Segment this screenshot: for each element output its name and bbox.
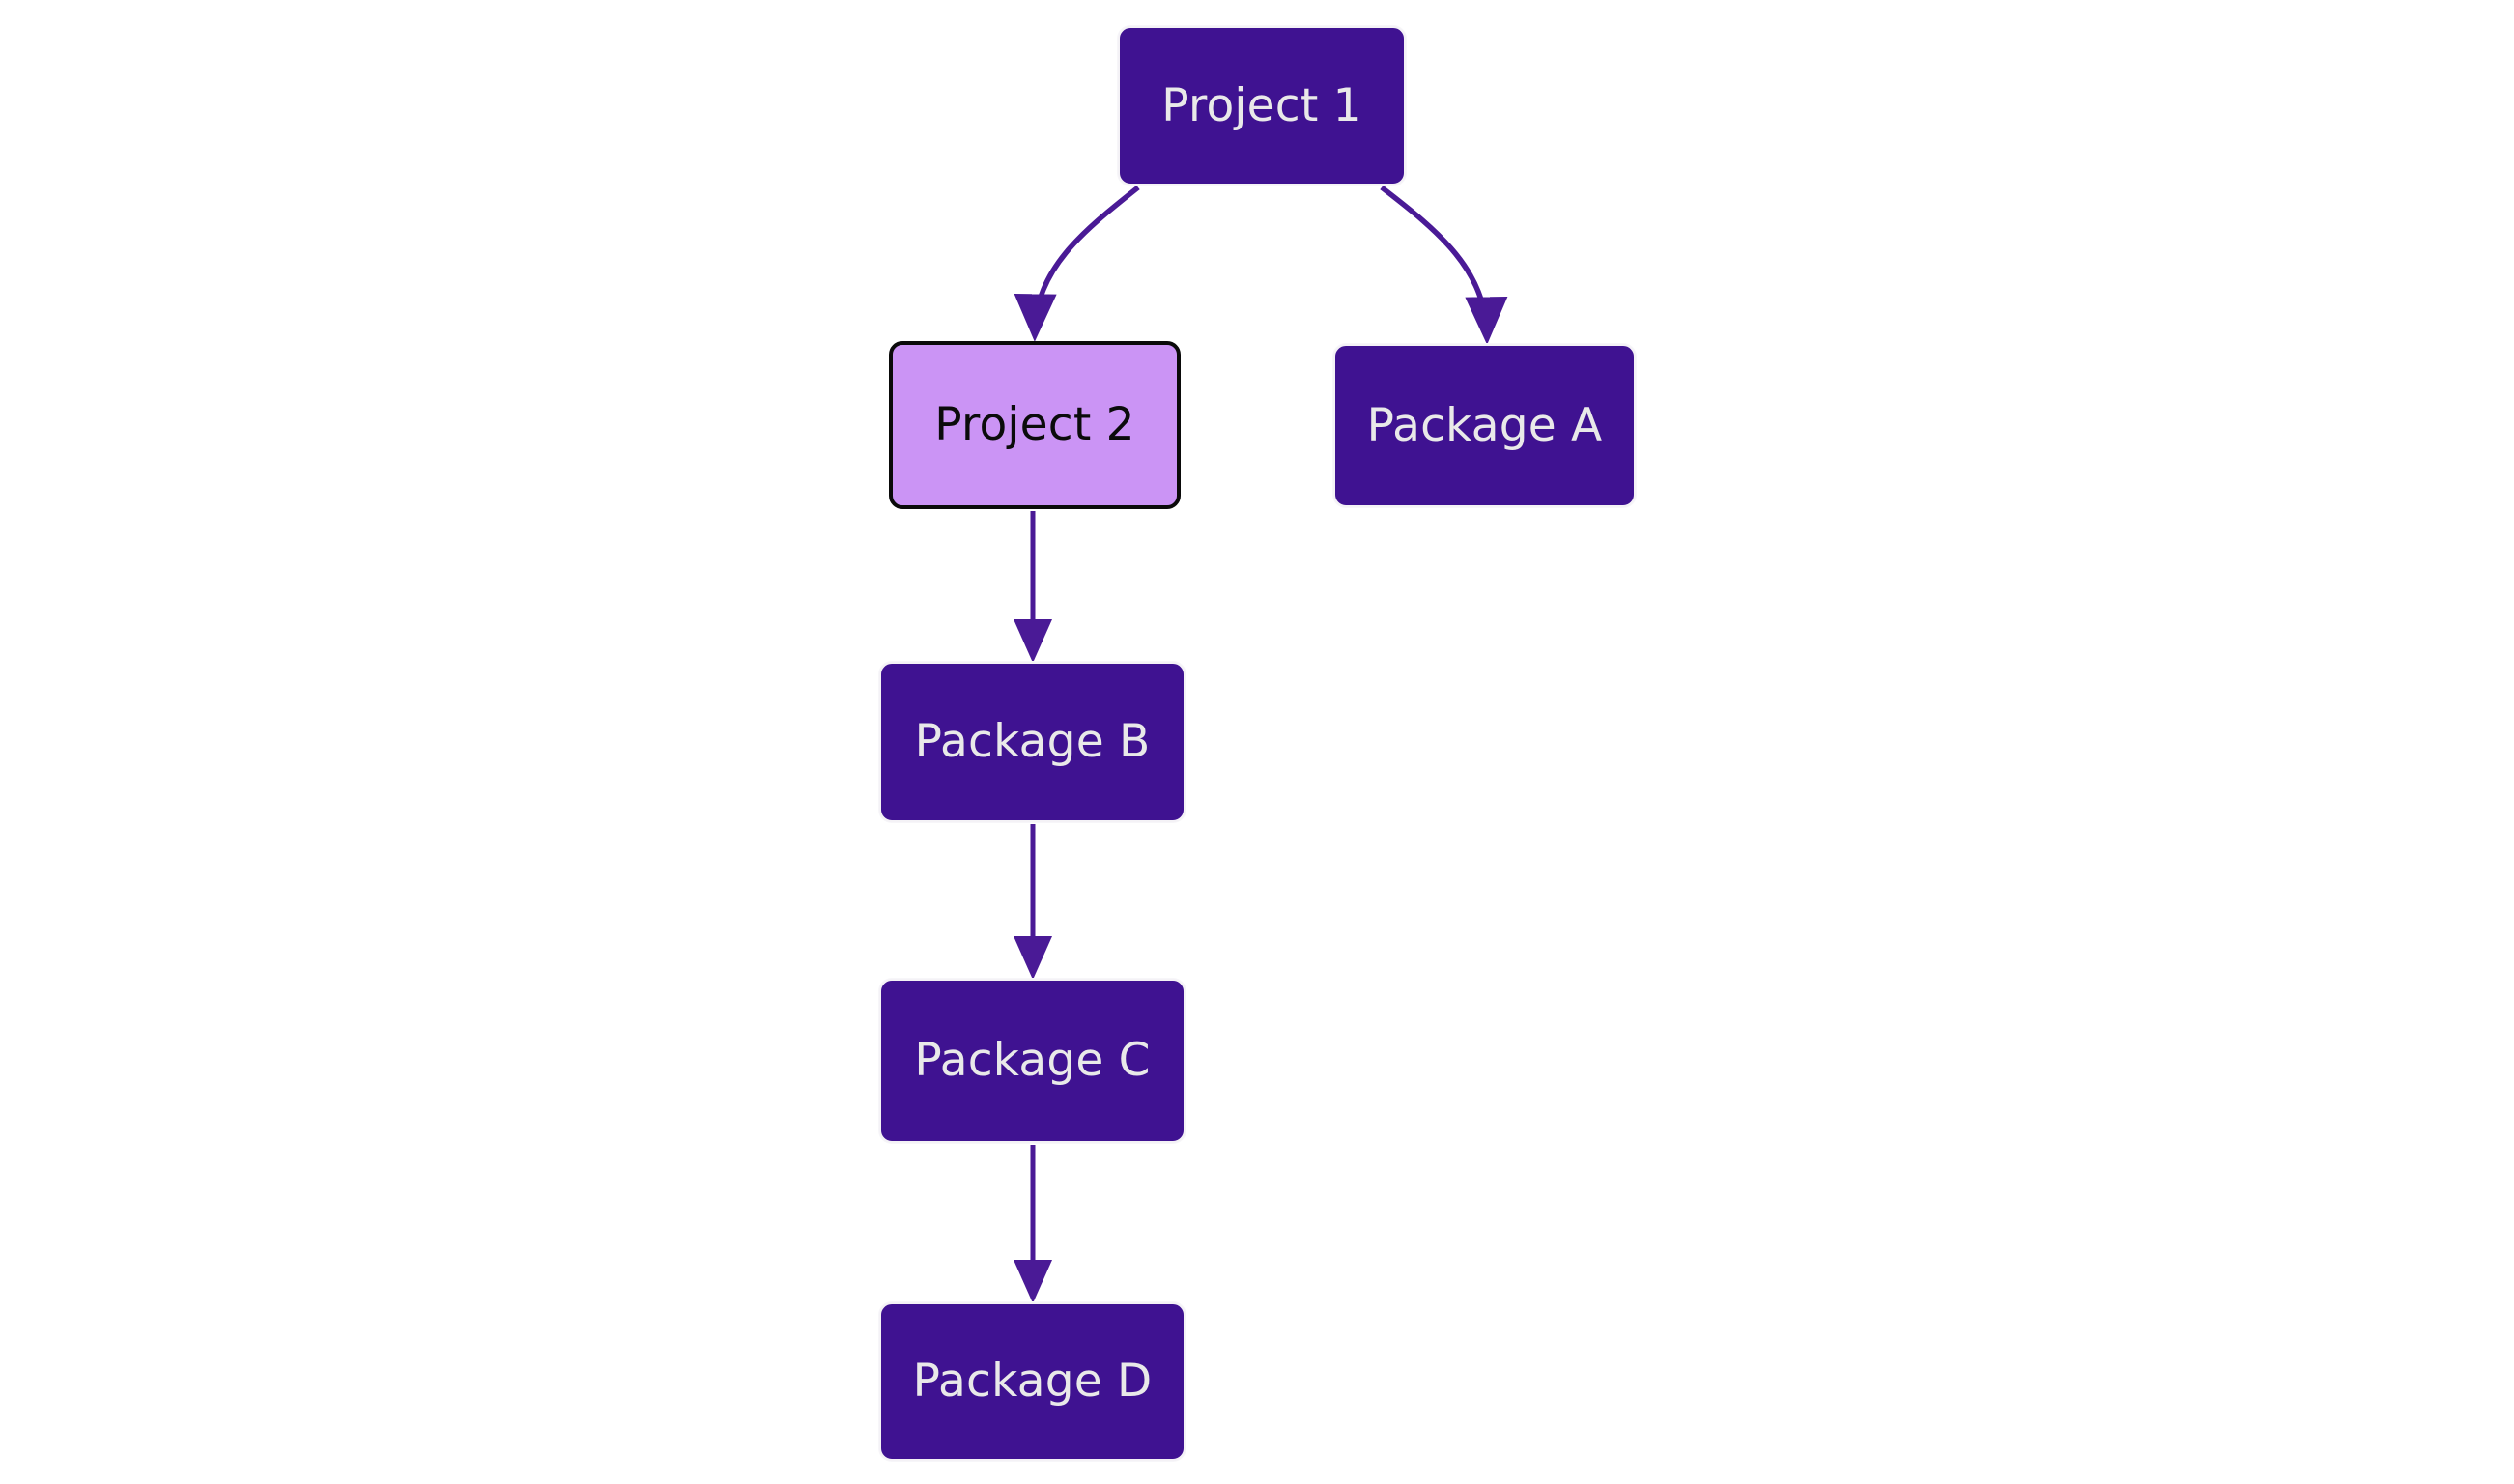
node-project-1[interactable]: Project 1 [1118, 26, 1406, 186]
node-project-2[interactable]: Project 2 [889, 341, 1181, 509]
node-package-b-label: Package B [914, 715, 1151, 769]
node-project-2-label: Project 2 [934, 398, 1135, 452]
node-package-c-label: Package C [914, 1034, 1151, 1088]
node-package-a-label: Package A [1366, 398, 1603, 452]
node-package-a[interactable]: Package A [1333, 344, 1636, 507]
node-package-d-label: Package D [912, 1355, 1153, 1409]
node-project-1-label: Project 1 [1161, 78, 1362, 132]
node-package-d[interactable]: Package D [879, 1302, 1186, 1461]
node-package-b[interactable]: Package B [879, 662, 1186, 822]
node-package-c[interactable]: Package C [879, 979, 1186, 1143]
edge-project1-to-packageA [1380, 185, 1508, 345]
edge-project1-to-project2 [1014, 185, 1140, 342]
